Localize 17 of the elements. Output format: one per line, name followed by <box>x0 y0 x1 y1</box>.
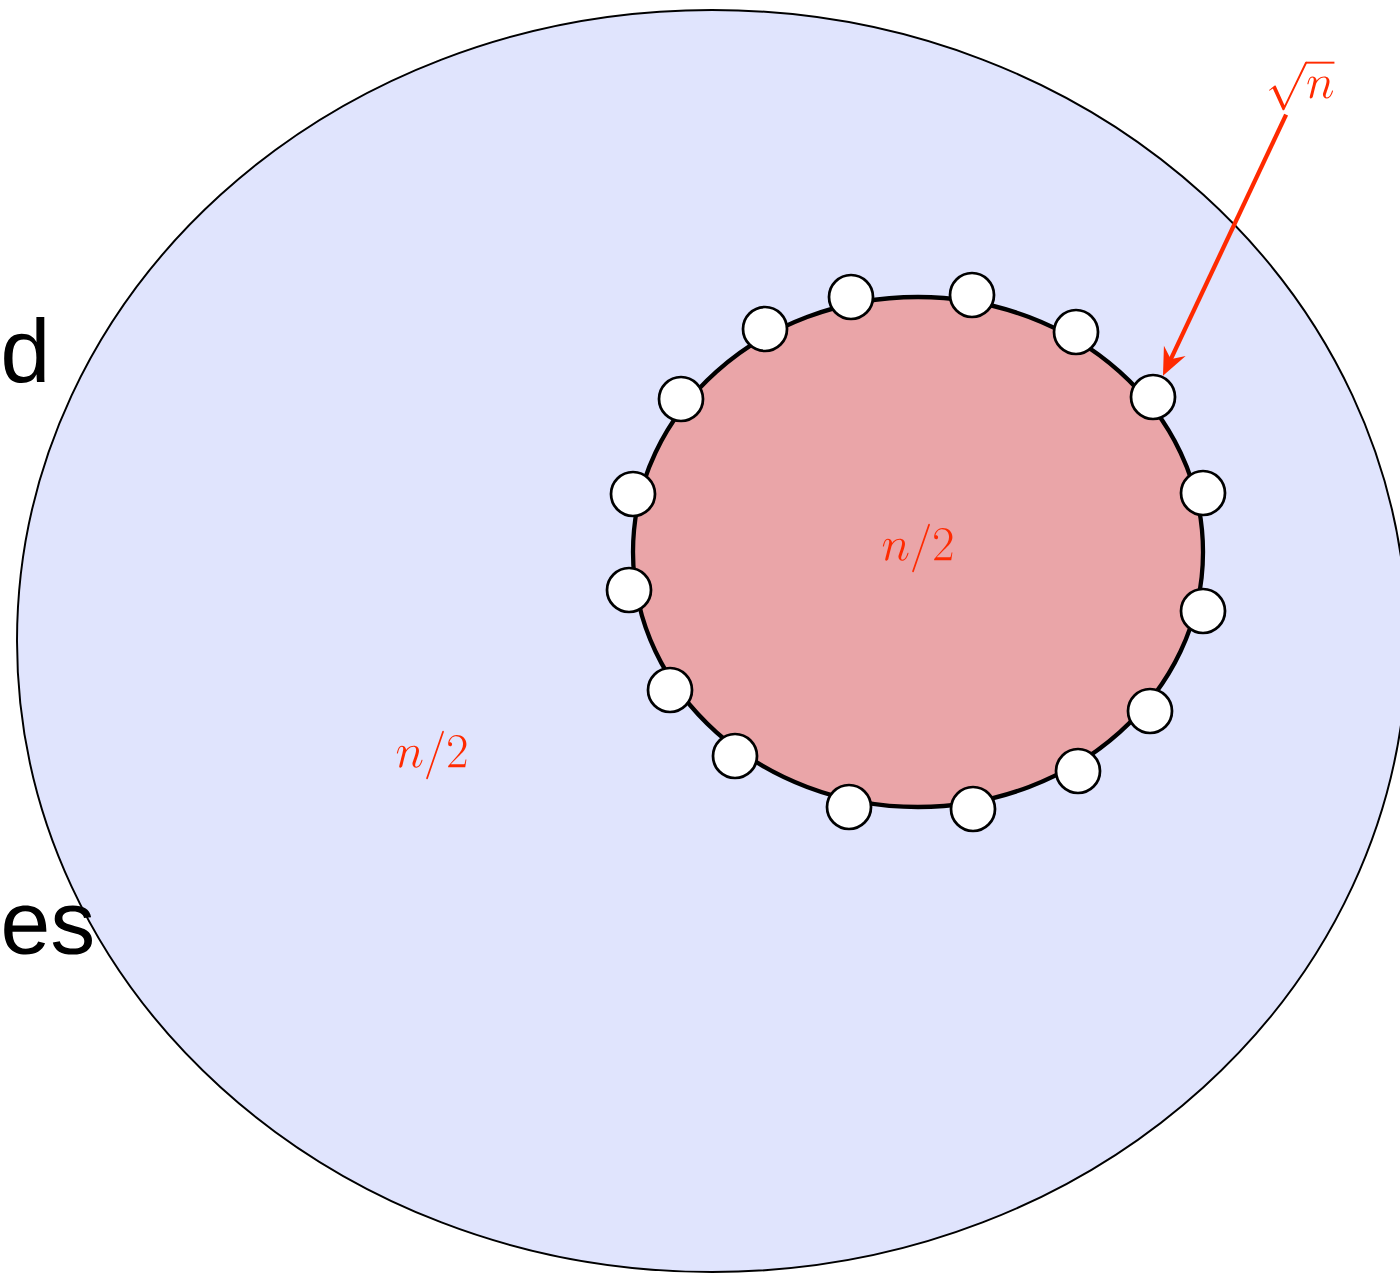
vertex-circle <box>948 271 996 319</box>
vertex-circle <box>711 732 759 780</box>
vertex-circle <box>1054 747 1102 795</box>
vertex-circle <box>825 783 873 831</box>
vertex-circle <box>1052 308 1100 356</box>
vertex-circle <box>646 666 694 714</box>
vertex-circle <box>1126 687 1174 735</box>
vertex-circle <box>741 305 789 353</box>
vertex-circle <box>605 566 653 614</box>
vertex-circle <box>949 785 997 833</box>
math-label: $\sqrt{n}$ <box>1269 61 1335 111</box>
vertex-circle <box>827 273 875 321</box>
vertex-circle <box>1129 373 1177 421</box>
vertex-circle <box>1179 587 1227 635</box>
vertex-circle <box>657 375 705 423</box>
vertex-circle <box>609 470 657 518</box>
vertex-circle <box>1179 469 1227 517</box>
